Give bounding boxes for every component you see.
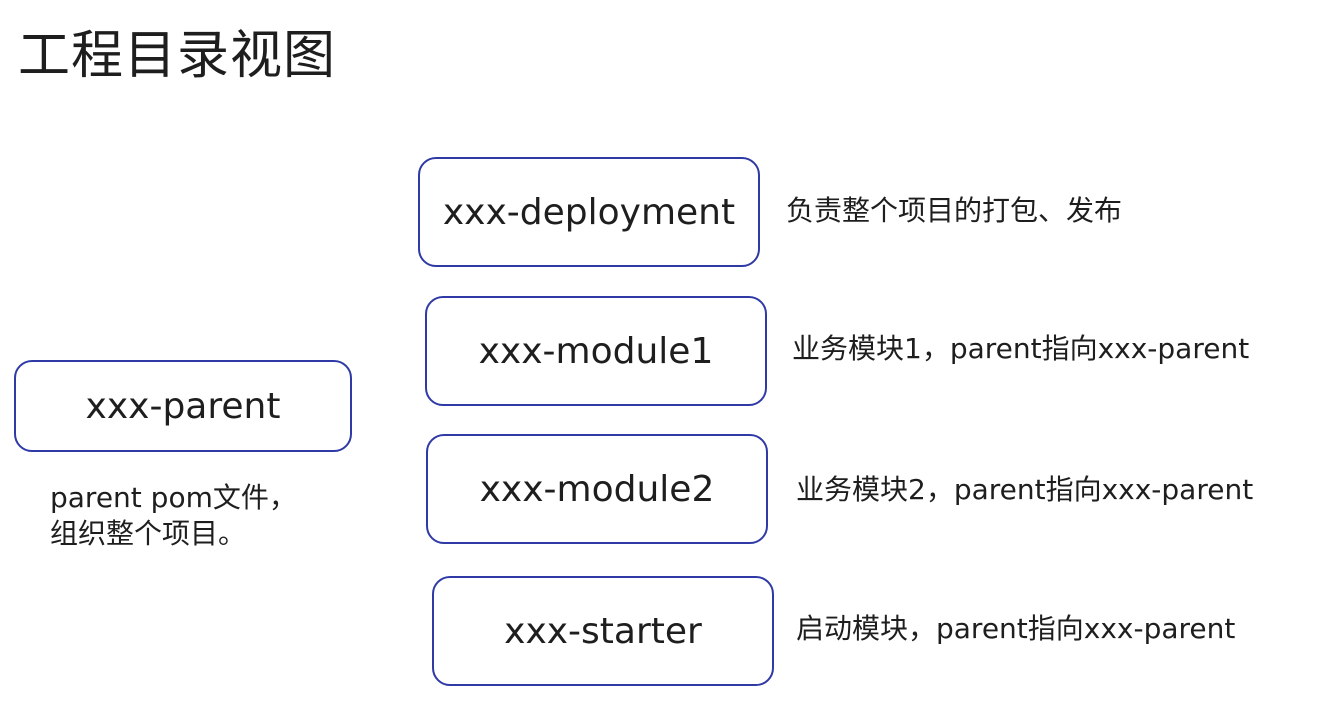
module-node-label: xxx-module2 (479, 468, 715, 510)
module-node-module2[interactable]: xxx-module2 (426, 434, 768, 544)
module-node-label: xxx-deployment (442, 191, 736, 233)
parent-note-line2: 组织整个项目。 (50, 517, 247, 550)
parent-node-label: xxx-parent (85, 385, 281, 427)
module-description: 业务模块1，parent指向xxx-parent (792, 332, 1250, 365)
module-node-label: xxx-module1 (478, 330, 714, 372)
parent-note: parent pom文件， 组织整个项目。 (50, 480, 297, 552)
module-description: 负责整个项目的打包、发布 (786, 194, 1123, 227)
module-node-module1[interactable]: xxx-module1 (425, 296, 767, 406)
parent-node[interactable]: xxx-parent (14, 360, 352, 452)
module-description: 业务模块2，parent指向xxx-parent (796, 473, 1254, 506)
module-description: 启动模块，parent指向xxx-parent (796, 612, 1236, 645)
module-node-label: xxx-starter (504, 610, 702, 652)
module-node-deployment[interactable]: xxx-deployment (418, 157, 760, 267)
page-title: 工程目录视图 (18, 26, 337, 86)
module-node-starter[interactable]: xxx-starter (432, 576, 774, 686)
parent-note-line1: parent pom文件， (50, 481, 297, 514)
